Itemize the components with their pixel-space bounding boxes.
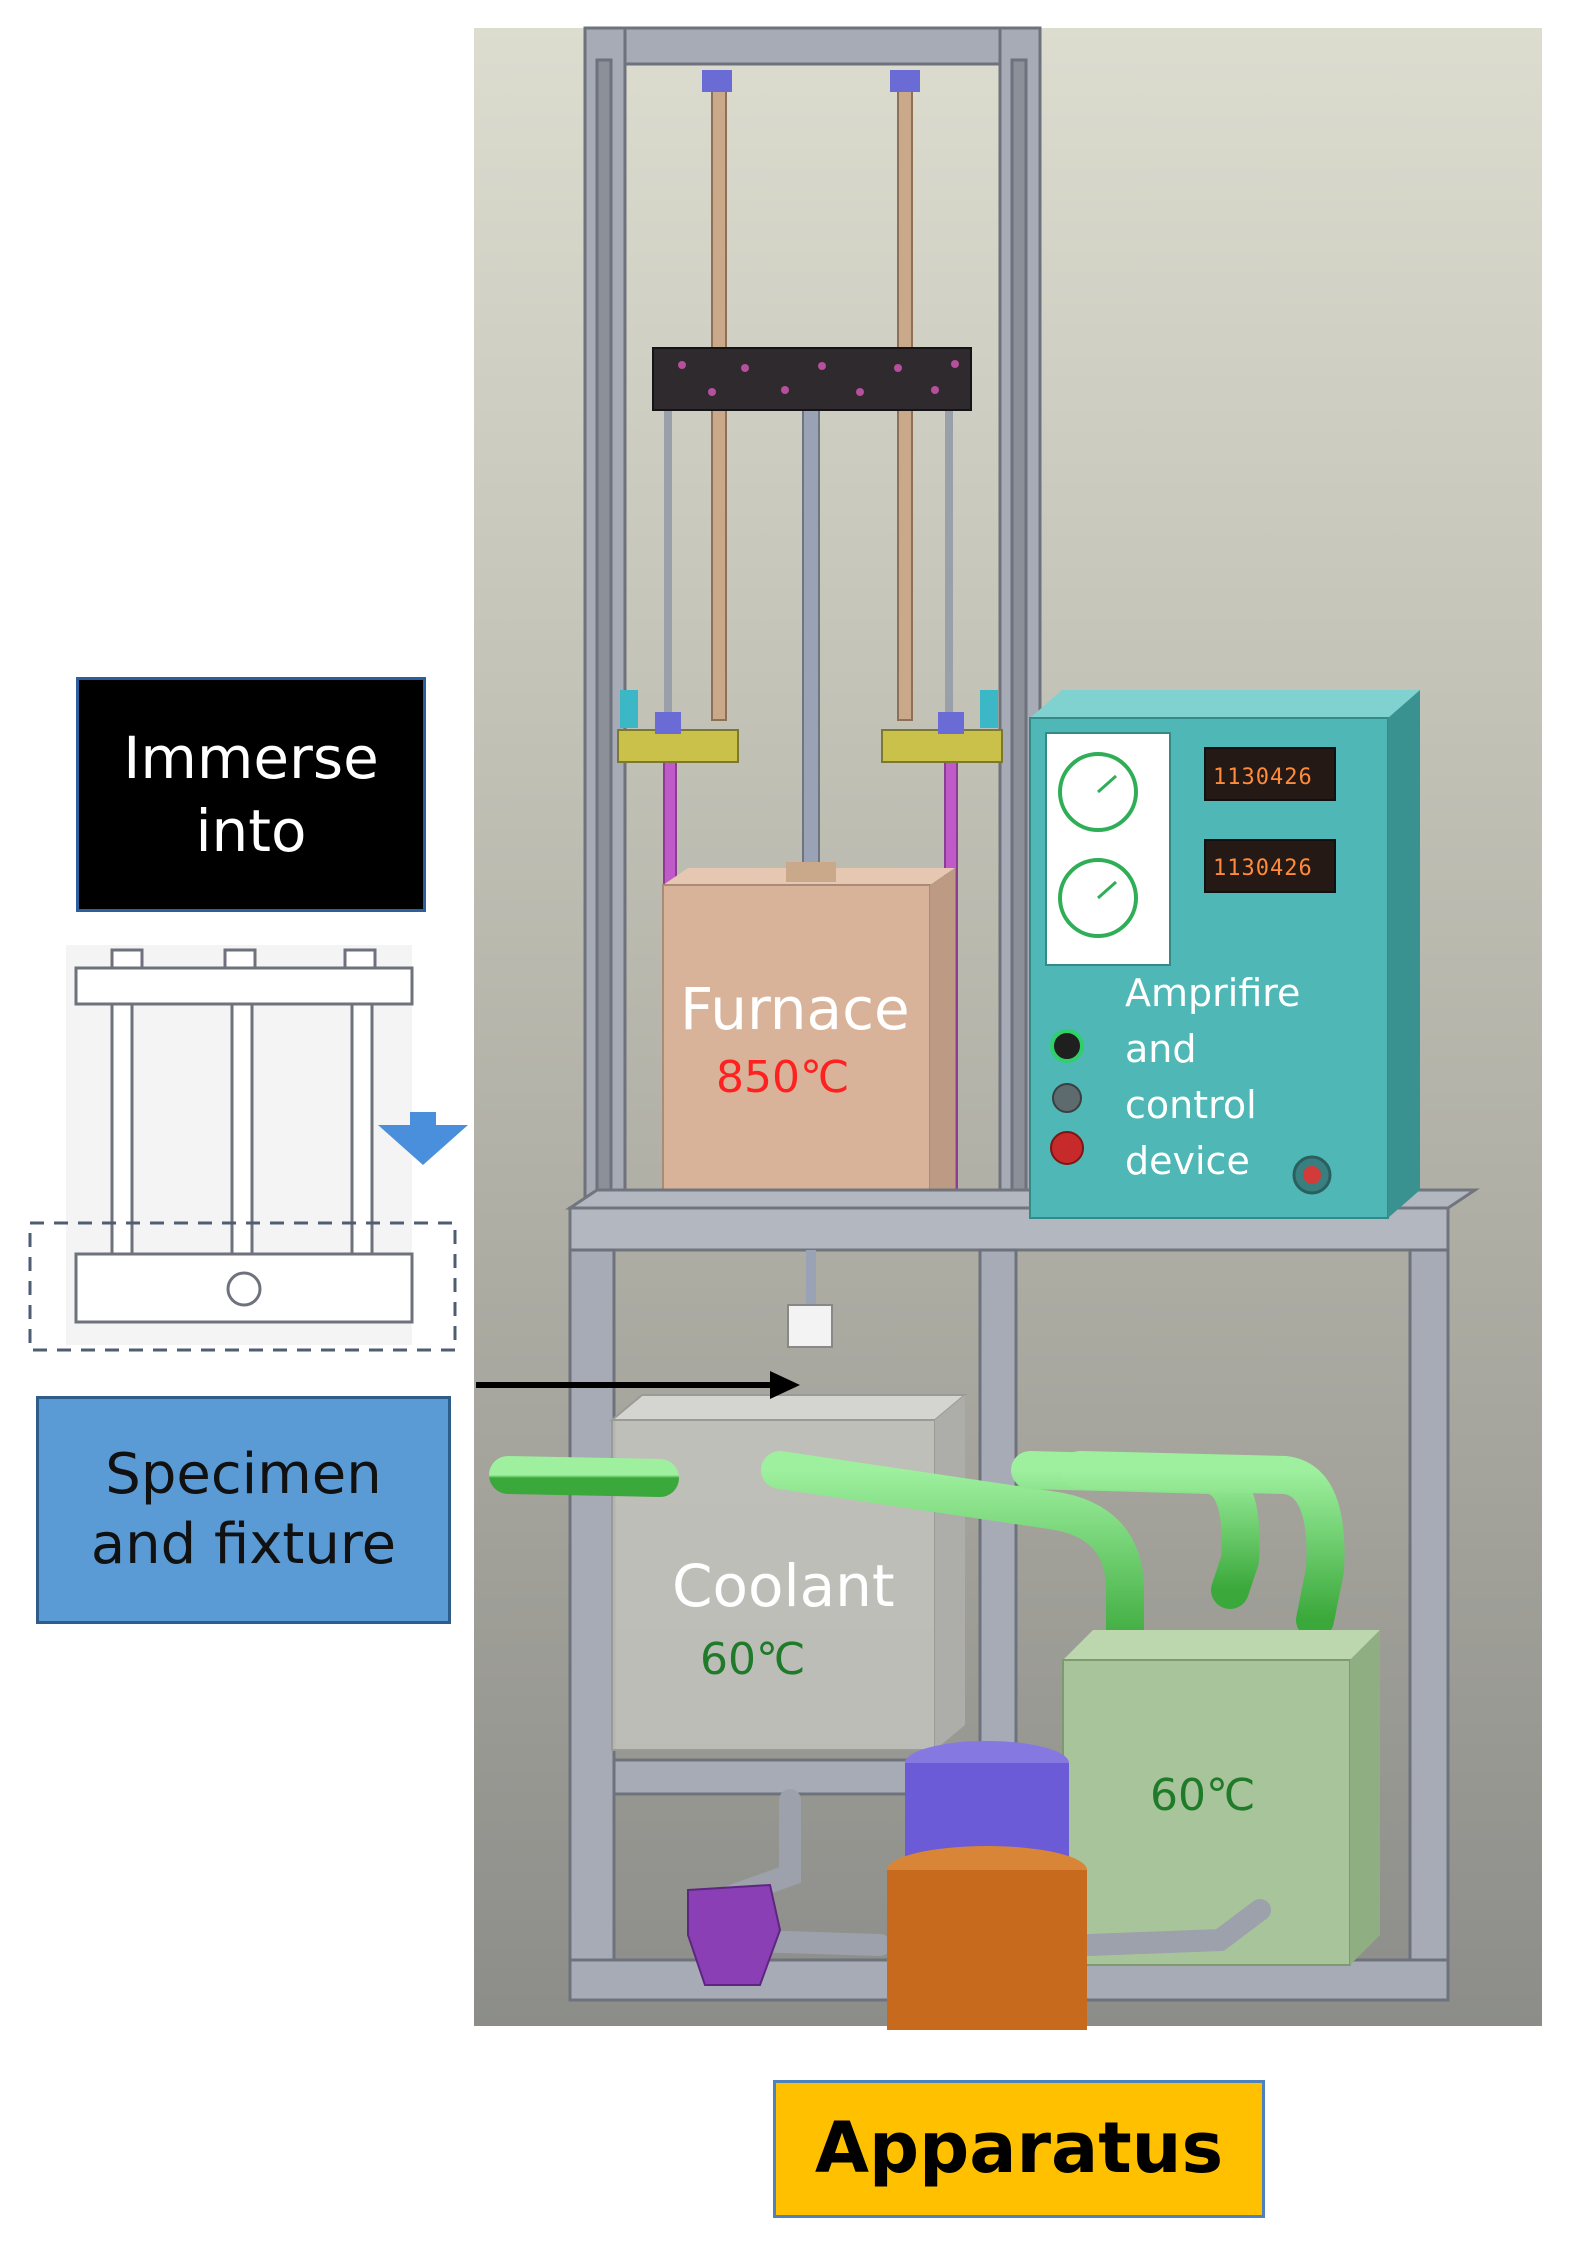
apparatus-label: Apparatus <box>773 2080 1265 2218</box>
right-arrow-icon <box>476 1371 800 1399</box>
specimen <box>787 1304 833 1348</box>
pump <box>687 1883 782 1986</box>
specimen-rod <box>806 1250 816 1310</box>
control-box <box>1029 690 1420 1219</box>
specimen-fixture-label: Specimen and fixture <box>36 1396 451 1624</box>
upper-frame <box>583 26 1042 1225</box>
coolant-pipes <box>489 1451 1345 1669</box>
furnace-label: Furnace <box>680 975 910 1043</box>
specimen-fixture-drawing <box>66 945 414 1345</box>
control-device-label: Amprifire and control device <box>1125 971 1301 1183</box>
display-readout-2: 1130426 <box>1213 856 1313 881</box>
furnace <box>662 862 955 1208</box>
display-readout-1: 1130426 <box>1213 765 1313 790</box>
clamps <box>617 690 1003 763</box>
coolant-temperature: 60℃ <box>700 1634 806 1685</box>
heating-tank <box>1062 1630 1380 1966</box>
down-arrow-icon <box>378 1112 468 1165</box>
crossbar <box>652 347 972 411</box>
cylinder <box>887 1741 1087 2030</box>
specimen-dashed-frame <box>28 1221 457 1352</box>
furnace-temperature: 850℃ <box>716 1052 850 1103</box>
guide-rods <box>663 70 958 1201</box>
crossbar-dots <box>678 360 959 396</box>
tank-temperature: 60℃ <box>1150 1770 1256 1821</box>
coolant-label: Coolant <box>672 1552 895 1620</box>
immerse-label: Immerse into <box>76 677 426 912</box>
